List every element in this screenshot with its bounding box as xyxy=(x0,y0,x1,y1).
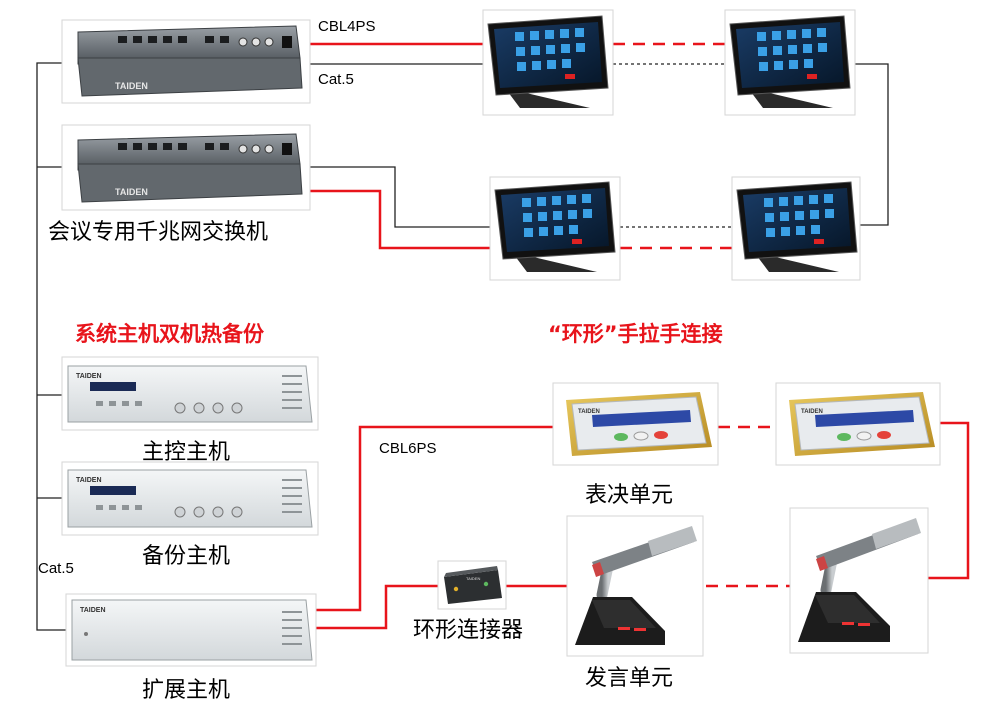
brand-logo-extension: TAIDEN xyxy=(80,607,106,614)
brand-logo-voting-2: TAIDEN xyxy=(801,409,823,415)
cable-label-cbl6ps: CBL6PS xyxy=(379,440,437,457)
switch2-red-wire xyxy=(310,189,490,250)
speaking-unit-2 xyxy=(789,507,929,654)
backbone-line xyxy=(36,62,66,631)
voting-unit-2: TAIDEN xyxy=(775,382,941,466)
cable-label-cbl4ps: CBL4PS xyxy=(318,18,376,35)
switch-caption: 会议专用千兆网交换机 xyxy=(48,220,269,245)
backup-host-caption: 备份主机 xyxy=(142,544,231,569)
cable-label-cat5-top: Cat.5 xyxy=(318,71,354,88)
master-host-unit: TAIDEN xyxy=(61,356,319,431)
master-host-caption: 主控主机 xyxy=(142,440,231,465)
right-black-loop xyxy=(855,63,889,226)
tablet-4 xyxy=(731,176,861,281)
ring-connector-caption: 环形连接器 xyxy=(413,618,524,643)
extension-host-caption: 扩展主机 xyxy=(142,678,231,703)
tablet-3 xyxy=(489,176,621,281)
brand-logo-backup: TAIDEN xyxy=(76,477,102,484)
brand-logo-master: TAIDEN xyxy=(76,373,102,380)
redundancy-title: 系统主机双机热备份 xyxy=(75,322,264,346)
brand-logo-voting-1: TAIDEN xyxy=(578,409,600,415)
voting-unit-caption: 表决单元 xyxy=(585,483,674,508)
switch2-black-wire xyxy=(310,166,490,228)
brand-logo-switch-2: TAIDEN xyxy=(115,187,148,197)
network-switch-1: TAIDEN xyxy=(61,19,311,104)
cbl6ps-wire xyxy=(316,425,553,612)
ext-to-connector-wire xyxy=(316,584,440,630)
voting-unit-1: TAIDEN xyxy=(552,382,719,466)
ring-connector-device: TAIDEN xyxy=(437,560,507,610)
backup-host-unit: TAIDEN xyxy=(61,461,319,536)
extension-host-unit: TAIDEN xyxy=(65,593,317,667)
speaking-unit-caption: 发言单元 xyxy=(585,666,674,691)
network-switch-2: TAIDEN xyxy=(61,124,311,211)
tablet-1 xyxy=(482,9,614,116)
brand-logo-switch-1: TAIDEN xyxy=(115,81,148,91)
ring-title: “环形”手拉手连接 xyxy=(548,322,723,346)
ring-return-wire xyxy=(928,421,970,580)
speaking-unit-1 xyxy=(566,515,704,657)
brand-logo-ring-connector: TAIDEN xyxy=(466,576,480,581)
cable-label-cat5-left: Cat.5 xyxy=(38,560,74,577)
wiring xyxy=(36,42,970,631)
tablet-2 xyxy=(724,9,856,116)
